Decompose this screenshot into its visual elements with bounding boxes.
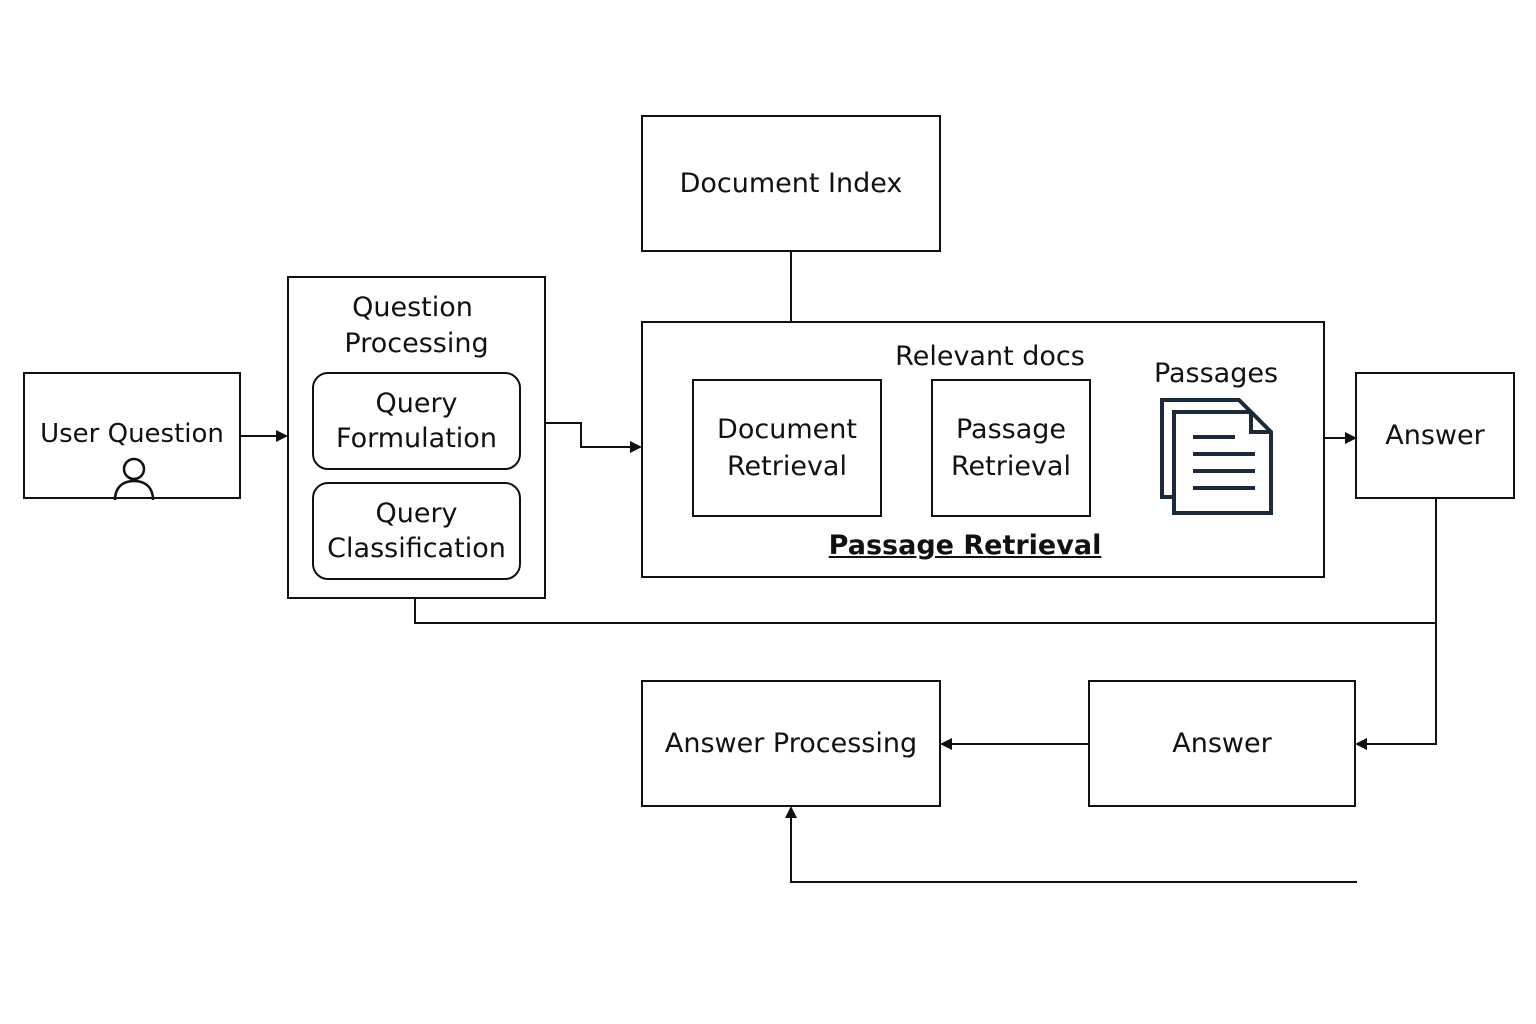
arrow-answer-down [1355, 499, 1437, 750]
arrow-qf-to-retrieval [519, 422, 642, 453]
document-index-label: Document Index [679, 168, 903, 199]
answer-bottom-box: Answer [1088, 680, 1356, 807]
query-classification-box: Query Classification [312, 482, 521, 580]
answer-top-box: Answer [1355, 372, 1515, 499]
passage-retrieval-caption: Passage Retrieval [828, 530, 1102, 561]
passage-retrieval-box: Passage Retrieval [931, 379, 1091, 517]
query-formulation-box: Query Formulation [312, 372, 521, 470]
question-processing-title-line1: Question [352, 292, 473, 323]
answer-top-label: Answer [1385, 420, 1485, 451]
answer-processing-label: Answer Processing [664, 728, 918, 759]
passage-retrieval-group: Relevant docs Passages Passage Retrieval… [641, 321, 1325, 578]
user-icon [113, 457, 155, 500]
query-formulation-line2: Formulation [336, 423, 497, 454]
answer-bottom-label: Answer [1172, 728, 1272, 759]
passage-retrieval-line2: Retrieval [951, 451, 1071, 482]
documents-icon [1160, 398, 1273, 515]
query-formulation-line1: Query [375, 388, 458, 419]
question-processing-box: Question Processing Query Formulation Qu… [287, 276, 546, 599]
user-question-label: User Question [40, 419, 224, 449]
query-classification-line2: Classification [327, 533, 506, 564]
passage-retrieval-line1: Passage [955, 414, 1067, 445]
document-retrieval-line2: Retrieval [727, 451, 847, 482]
arrow-loop-to-processing [785, 806, 1357, 883]
document-retrieval-box: Document Retrieval [692, 379, 882, 517]
document-index-box: Document Index [641, 115, 941, 252]
relevant-docs-label: Relevant docs [895, 341, 1085, 372]
query-classification-line1: Query [375, 498, 458, 529]
user-question-box: User Question [23, 372, 241, 500]
answer-processing-box: Answer Processing [641, 680, 941, 807]
document-retrieval-line1: Document [717, 414, 857, 445]
passages-label: Passages [1153, 358, 1279, 389]
line-qc-feedback [414, 578, 1436, 624]
question-processing-title-line2: Processing [344, 328, 489, 359]
